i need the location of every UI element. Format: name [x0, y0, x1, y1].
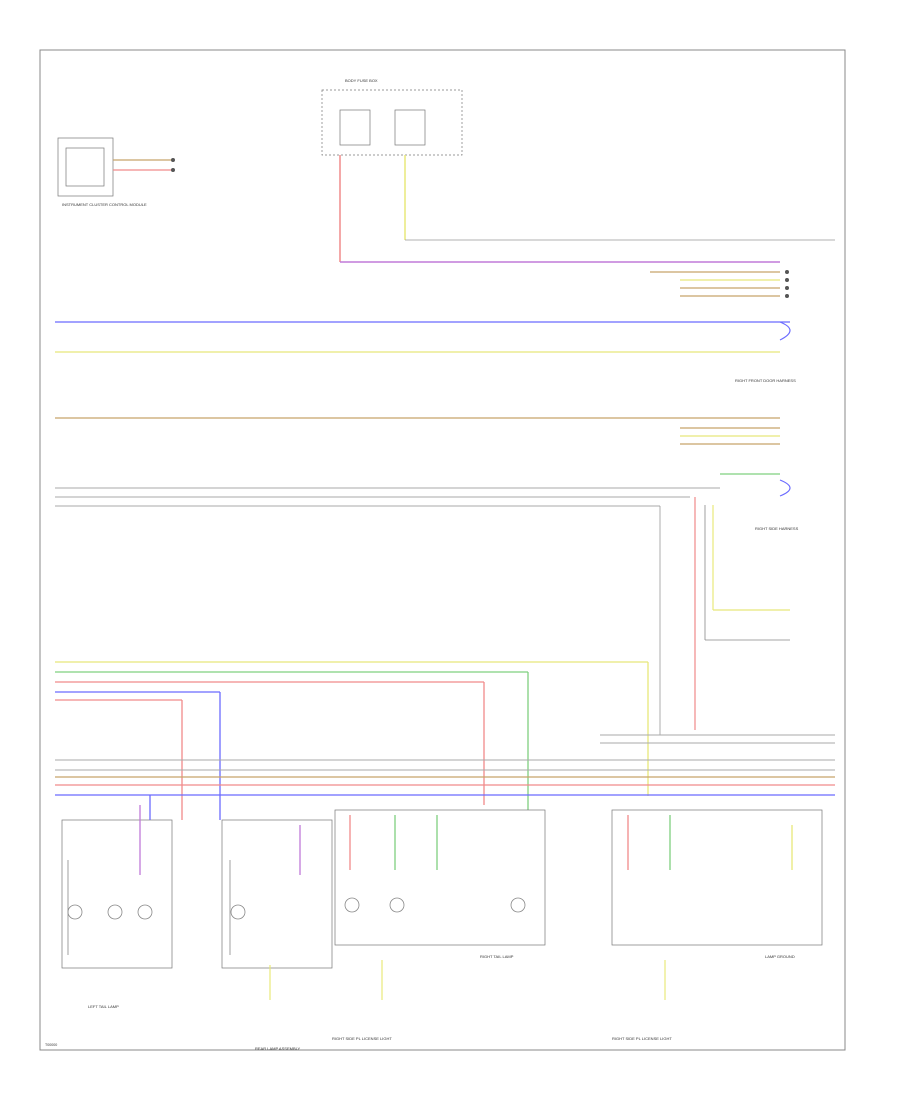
figure-number: T00000 — [45, 1043, 57, 1047]
license-plate-right-label: RIGHT SIDE PL LICENSE LIGHT — [612, 1036, 672, 1041]
right-tail-lamp: RIGHT TAIL LAMP RIGHT SIDE PL LICENSE LI… — [332, 809, 546, 1041]
license-plate-left-label: RIGHT SIDE PL LICENSE LIGHT — [332, 1036, 392, 1041]
right-side-harness-label-a: RIGHT FRONT DOOR HARNESS — [735, 378, 796, 383]
connector-block-upper — [650, 270, 789, 298]
right-tail-lamp-label: RIGHT TAIL LAMP — [480, 954, 514, 959]
wire-loop-blue — [779, 321, 791, 341]
diagram-frame — [39, 49, 846, 1051]
right-tail-lamp-far: LAMP GROUND RIGHT SIDE PL LICENSE LIGHT — [611, 809, 823, 1041]
rear-lamp-assembly: REAR LAMP ASSEMBLY — [221, 819, 333, 1051]
lamp-ground-label: LAMP GROUND — [765, 954, 795, 959]
fuse-box: BODY FUSE BOX — [321, 78, 835, 263]
right-side-harness-label-b: RIGHT SIDE HARNESS — [755, 526, 799, 531]
wire-bus-lower — [55, 734, 835, 796]
instrument-cluster-module: INSTRUMENT CLUSTER CONTROL MODULE — [57, 137, 175, 207]
fuse-box-label: BODY FUSE BOX — [345, 78, 378, 83]
instrument-cluster-label: INSTRUMENT CLUSTER CONTROL MODULE — [62, 202, 147, 207]
wire-bundle-middle — [55, 661, 649, 820]
connector-block-lower — [680, 427, 791, 497]
rear-lamp-label: REAR LAMP ASSEMBLY — [255, 1046, 301, 1051]
left-tail-lamp-label: LEFT TAIL LAMP — [88, 1004, 119, 1009]
left-tail-lamp: LEFT TAIL LAMP — [61, 795, 173, 1009]
